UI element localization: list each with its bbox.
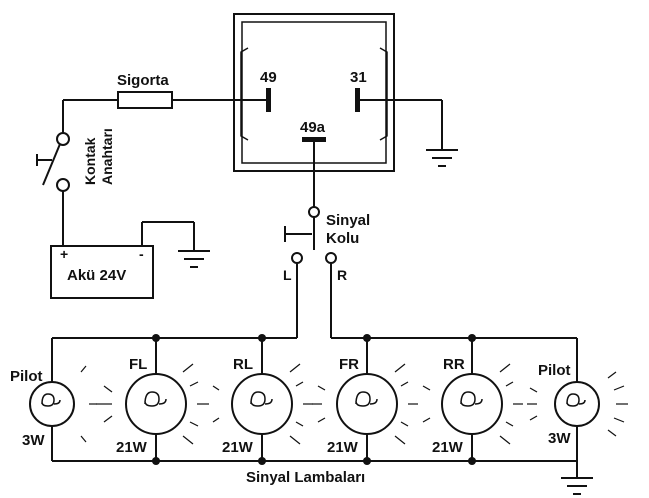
lamp-watt: 21W — [222, 439, 254, 456]
lever-left-label: L — [283, 267, 292, 283]
lamp-name: Pilot — [538, 362, 571, 379]
lever-label-line1: Sinyal — [326, 212, 370, 229]
lever-right-label: R — [337, 267, 347, 283]
lamp-name: Pilot — [10, 368, 43, 385]
ignition-switch: Kontak Anahtarı — [36, 100, 115, 246]
battery-minus: - — [139, 246, 144, 262]
lamp-4: RR 21W — [432, 338, 503, 461]
lamp-0: Pilot 3W — [10, 338, 75, 461]
terminal-31-label: 31 — [350, 69, 367, 86]
lamp-5: Pilot 3W — [538, 338, 600, 461]
lamp-1: FL 21W — [116, 338, 187, 461]
lamp-name: RR — [443, 356, 465, 373]
lamp-watt: 21W — [116, 439, 148, 456]
battery-body — [50, 245, 154, 299]
fuse-symbol — [117, 91, 173, 109]
lamp-name: FR — [339, 356, 359, 373]
turn-signal-lever: Sinyal Kolu L R — [283, 140, 370, 338]
battery-label: Akü 24V — [67, 267, 126, 284]
fuse-label: Sigorta — [117, 72, 169, 89]
terminal-49-label: 49 — [260, 69, 277, 86]
bulb-icon — [125, 373, 187, 435]
lamp-name: RL — [233, 356, 253, 373]
relay-left-bracket — [240, 47, 249, 141]
bulb-icon — [231, 373, 293, 435]
relay-ground-circuit — [357, 99, 458, 167]
switch-label-line1: Kontak — [82, 137, 98, 185]
lamp-name: FL — [129, 356, 147, 373]
lever-contact-left — [291, 252, 303, 264]
switch-label-line2: Anahtarı — [99, 128, 115, 185]
lever-pivot — [308, 206, 320, 218]
switch-contact-top — [56, 132, 70, 146]
bulb-icon — [29, 381, 75, 427]
relay-right-bracket — [379, 47, 388, 141]
switch-blade — [42, 143, 61, 186]
lamp-buses: Sinyal Lambaları — [52, 337, 593, 495]
switch-contact-bottom — [56, 178, 70, 192]
lamp-watt: 3W — [548, 430, 571, 447]
fuse-circuit: Sigorta — [63, 72, 268, 109]
bulb-icon — [441, 373, 503, 435]
lamp-watt: 21W — [327, 439, 359, 456]
lamp-watt: 3W — [22, 432, 45, 449]
lamp-2: RL 21W — [222, 338, 293, 461]
terminal-49 — [266, 88, 271, 112]
lever-label-line2: Kolu — [326, 230, 359, 247]
terminal-49a-label: 49a — [300, 119, 326, 136]
lamps-title: Sinyal Lambaları — [246, 469, 365, 486]
lamp-3: FR 21W — [327, 338, 398, 461]
terminal-49a — [302, 137, 326, 142]
battery: + - Akü 24V — [50, 221, 210, 299]
bulb-icon — [336, 373, 398, 435]
battery-plus: + — [60, 246, 68, 262]
light-rays — [80, 363, 628, 445]
bulb-icon — [554, 381, 600, 427]
lever-contact-right — [325, 252, 337, 264]
lamp-watt: 21W — [432, 439, 464, 456]
